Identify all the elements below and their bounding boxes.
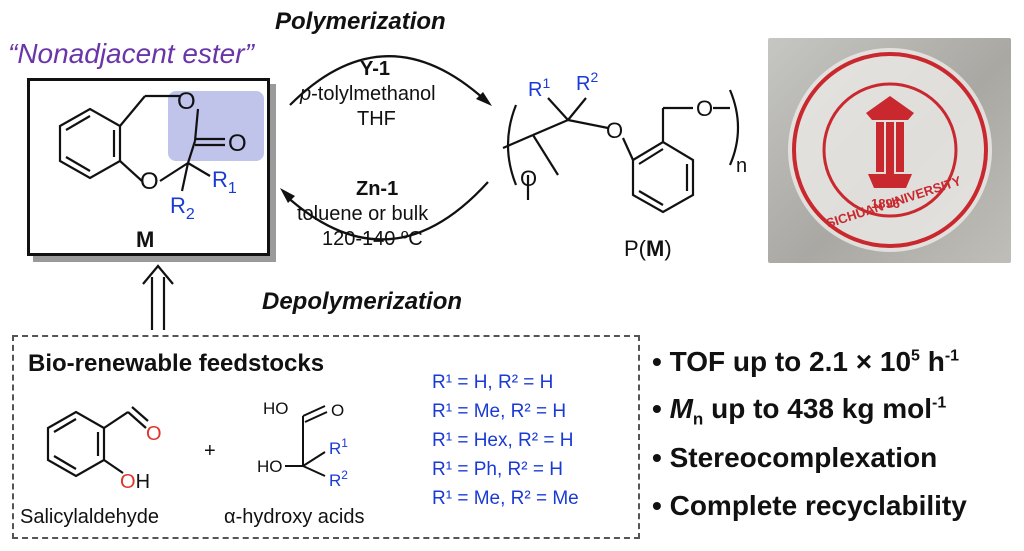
university-seal: 1896 SICHUAN UNIVERSITY	[788, 48, 992, 252]
retrosynthesis-arrow	[142, 264, 174, 330]
acid-carbonyl-o: O	[331, 401, 344, 420]
polymerization-solvent: THF	[357, 108, 396, 130]
hydroxy-acid-structure: HO O HO R1 R2	[257, 399, 348, 490]
feedstocks-heading: Bio-renewable feedstocks	[28, 350, 325, 377]
monomer-structure: O O O R1 R2 M	[58, 88, 264, 252]
carbonyl-oxygen-atom: O	[228, 130, 247, 157]
ester-highlight	[168, 91, 264, 161]
ring-oxygen-atom: O	[177, 88, 196, 115]
polymer-r1: R1	[528, 75, 550, 101]
reaction-arrows	[280, 55, 492, 241]
polymerization-catalyst: Y-1	[360, 58, 391, 80]
polymer-carbonyl-oxygen: O	[520, 166, 537, 191]
seal-year: 1896	[871, 196, 900, 211]
depolymerization-catalyst: Zn-1	[356, 178, 399, 200]
feedstocks-box	[12, 335, 640, 539]
polymerization-heading: Polymerization	[275, 8, 446, 35]
acid-r1: R1	[329, 436, 348, 458]
benzene-ring	[58, 107, 122, 180]
hydroxy-acids-label: α-hydroxy acids	[224, 506, 365, 528]
aldehyde-oxygen: O	[146, 423, 162, 445]
monomer-box: O O O R1 R2 M	[27, 78, 270, 256]
polymer-end-oxygen: O	[696, 96, 713, 121]
acid-r2: R2	[329, 468, 348, 490]
substituent-item: R¹ = Me, R² = Me	[432, 488, 579, 509]
feature-tof: • TOF up to 2.1 × 105 h-1	[652, 346, 960, 377]
polymerization-arrow	[289, 55, 486, 106]
nonadjacent-ester-title: “Nonadjacent ester”	[8, 38, 254, 69]
r2-substituent: R2	[170, 193, 195, 223]
repeat-unit-n: n	[736, 155, 747, 177]
substituent-item: R¹ = Me, R² = H	[432, 401, 567, 422]
phenol-oh: OH	[120, 471, 150, 493]
sichuan-university-film-photo: 1896 SICHUAN UNIVERSITY	[768, 38, 1011, 263]
acid-ho: HO	[263, 399, 289, 418]
feature-mn: • Mn up to 438 kg mol-1	[652, 393, 947, 429]
polymer-structure: O O O n R1 R2	[502, 69, 747, 214]
monomer-label: M	[136, 227, 154, 252]
feature-recyclability: • Complete recyclability	[652, 490, 967, 521]
substituent-list: R¹ = H, R² = H R¹ = Me, R² = H R¹ = Hex,…	[432, 368, 579, 513]
salicylaldehyde-structure: O OH	[46, 406, 162, 493]
polymer-ether-oxygen: O	[606, 118, 623, 143]
substituent-item: R¹ = H, R² = H	[432, 372, 554, 393]
substituent-item: R¹ = Hex, R² = H	[432, 430, 574, 451]
feature-stereocomplexation: • Stereocomplexation	[652, 442, 938, 473]
salicylaldehyde-label: Salicylaldehyde	[20, 506, 159, 528]
depolymerization-heading: Depolymerization	[262, 288, 463, 315]
depolymerization-arrow	[284, 181, 489, 241]
depolymerization-temperature: 120-140 ºC	[322, 228, 423, 250]
r1-substituent: R1	[212, 167, 237, 197]
substituent-item: R¹ = Ph, R² = H	[432, 459, 563, 480]
polymer-label: P(M)	[624, 236, 672, 261]
polymerization-initiator: p-tolylmethanol	[300, 83, 436, 105]
polymer-r2: R2	[576, 69, 598, 95]
depolymerization-conditions: toluene or bulk	[297, 203, 429, 225]
plus-sign: +	[204, 440, 216, 462]
ether-oxygen-atom: O	[140, 168, 159, 195]
alpha-ho: HO	[257, 457, 283, 476]
